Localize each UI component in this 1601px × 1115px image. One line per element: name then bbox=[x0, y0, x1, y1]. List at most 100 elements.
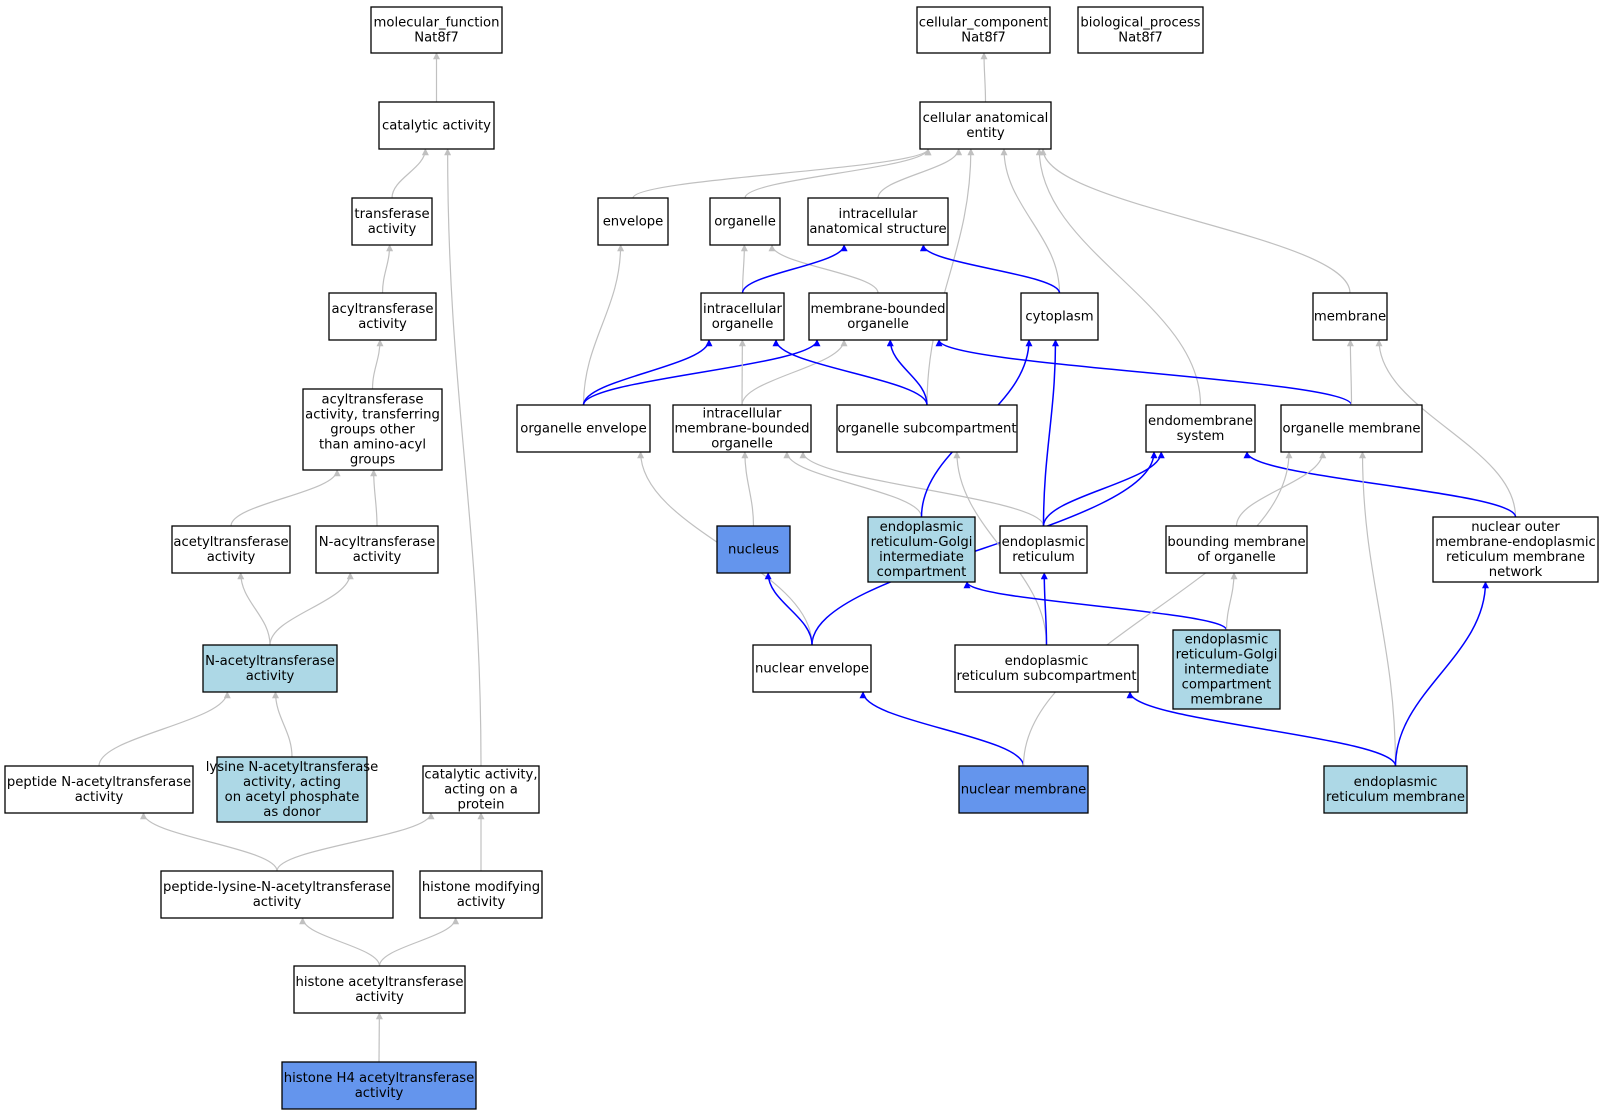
node-box bbox=[1172, 629, 1281, 710]
edge-intracellular_organelle-to-intracellular_anatomical_structure bbox=[741, 244, 848, 294]
node-nuclear_membrane[interactable]: nuclear membrane bbox=[958, 765, 1089, 814]
node-label-line: activity bbox=[75, 790, 124, 805]
node-label-line: reticulum-Golgi bbox=[871, 535, 973, 550]
edge-organelle_membrane-to-membrane_bounded_organelle bbox=[935, 339, 1353, 406]
edge-organelle_subcompartment-to-membrane_bounded_organelle bbox=[886, 339, 928, 406]
node-box bbox=[328, 292, 437, 341]
node-box bbox=[370, 6, 503, 54]
node-box bbox=[1145, 404, 1256, 453]
node-label-line: of organelle bbox=[1197, 550, 1276, 565]
edge-peptide_n_acetyltransferase-to-n_acetyltransferase_activity bbox=[98, 691, 231, 767]
node-box bbox=[4, 765, 194, 814]
node-box bbox=[807, 197, 949, 246]
node-label-line: organelle bbox=[712, 317, 774, 332]
node-organelle_envelope[interactable]: organelle envelope bbox=[516, 404, 651, 453]
edge-histone_acetyltransferase-to-peptide_lysine_n_acetyltransferase bbox=[299, 917, 381, 967]
node-nuclear_envelope[interactable]: nuclear envelope bbox=[752, 644, 872, 693]
node-label-line: membrane-bounded bbox=[811, 302, 946, 317]
node-catalytic_activity[interactable]: catalytic activity bbox=[378, 101, 495, 150]
node-box bbox=[954, 644, 1139, 693]
node-label-line: organelle bbox=[847, 317, 909, 332]
edge-endoplasmic_reticulum-to-intracellular_mbo bbox=[799, 451, 1045, 527]
edge-er_membrane-to-nuclear_outer_membrane bbox=[1394, 581, 1489, 767]
node-ergic_membrane[interactable]: endoplasmicreticulum-Golgiintermediateco… bbox=[1172, 629, 1281, 710]
edge-organelle_envelope-to-intracellular_organelle bbox=[582, 339, 713, 406]
node-cytoplasm[interactable]: cytoplasm bbox=[1020, 292, 1099, 341]
edge-organelle-to-cellular_anatomical_entity bbox=[744, 148, 932, 199]
edge-ergic-to-intracellular_mbo bbox=[783, 451, 923, 518]
node-label-line: compartment bbox=[877, 565, 967, 580]
node-envelope[interactable]: envelope bbox=[597, 197, 669, 246]
node-ergic[interactable]: endoplasmicreticulum-Golgiintermediateco… bbox=[867, 516, 976, 583]
node-label-line: activity bbox=[207, 550, 256, 565]
edge-lysine_n_acetyltransferase-to-n_acetyltransferase_activity bbox=[272, 691, 293, 758]
node-label-line: nucleus bbox=[728, 543, 779, 558]
node-box bbox=[836, 404, 1018, 453]
node-box bbox=[315, 525, 439, 574]
node-label-line: cellular anatomical bbox=[923, 111, 1049, 126]
node-box bbox=[1432, 516, 1599, 583]
node-label-line: acting on a bbox=[444, 783, 518, 798]
node-label-line: endoplasmic bbox=[880, 520, 964, 535]
edge-intracellular_anatomical_structure-to-cellular_anatomical_entity bbox=[877, 148, 963, 199]
node-label-line: reticulum membrane bbox=[1326, 790, 1465, 805]
edge-endoplasmic_reticulum-to-cytoplasm bbox=[1042, 339, 1059, 527]
node-label-line: histone modifying bbox=[422, 880, 540, 895]
node-organelle_membrane[interactable]: organelle membrane bbox=[1280, 404, 1423, 453]
node-label-line: Nat8f7 bbox=[1118, 31, 1163, 46]
node-label-line: histone H4 acetyltransferase bbox=[284, 1071, 475, 1086]
node-box bbox=[1165, 525, 1308, 574]
node-label-line: anatomical structure bbox=[809, 222, 946, 237]
node-organelle_subcompartment[interactable]: organelle subcompartment bbox=[836, 404, 1018, 453]
node-label-line: membrane-endoplasmic bbox=[1435, 535, 1596, 550]
node-box bbox=[281, 1061, 477, 1110]
node-label-line: protein bbox=[458, 798, 505, 813]
node-membrane[interactable]: membrane bbox=[1312, 292, 1388, 341]
node-nucleus[interactable]: nucleus bbox=[716, 525, 791, 574]
node-organelle[interactable]: organelle bbox=[709, 197, 781, 246]
node-box bbox=[716, 525, 791, 574]
node-nuclear_outer_membrane[interactable]: nuclear outermembrane-endoplasmicreticul… bbox=[1432, 516, 1599, 583]
node-label-line: endoplasmic bbox=[1354, 775, 1438, 790]
node-box bbox=[958, 765, 1089, 814]
edge-er_membrane-to-organelle_membrane bbox=[1359, 451, 1397, 767]
node-label-line: peptide-lysine-N-acetyltransferase bbox=[163, 880, 391, 895]
node-label-line: activity bbox=[253, 895, 302, 910]
node-box bbox=[916, 6, 1051, 54]
node-label-line: molecular_function bbox=[374, 16, 500, 31]
node-box bbox=[422, 765, 540, 814]
node-peptide_lysine_n_acetyltransferase[interactable]: peptide-lysine-N-acetyltransferaseactivi… bbox=[160, 870, 394, 919]
node-label-line: groups bbox=[350, 453, 395, 468]
node-label-line: N-acetyltransferase bbox=[205, 654, 335, 669]
node-label-line: on acetyl phosphate bbox=[225, 790, 360, 805]
node-box bbox=[1280, 404, 1423, 453]
edge-cellular_anatomical_entity-to-cellular_component bbox=[980, 52, 988, 103]
node-label-line: activity bbox=[358, 317, 407, 332]
